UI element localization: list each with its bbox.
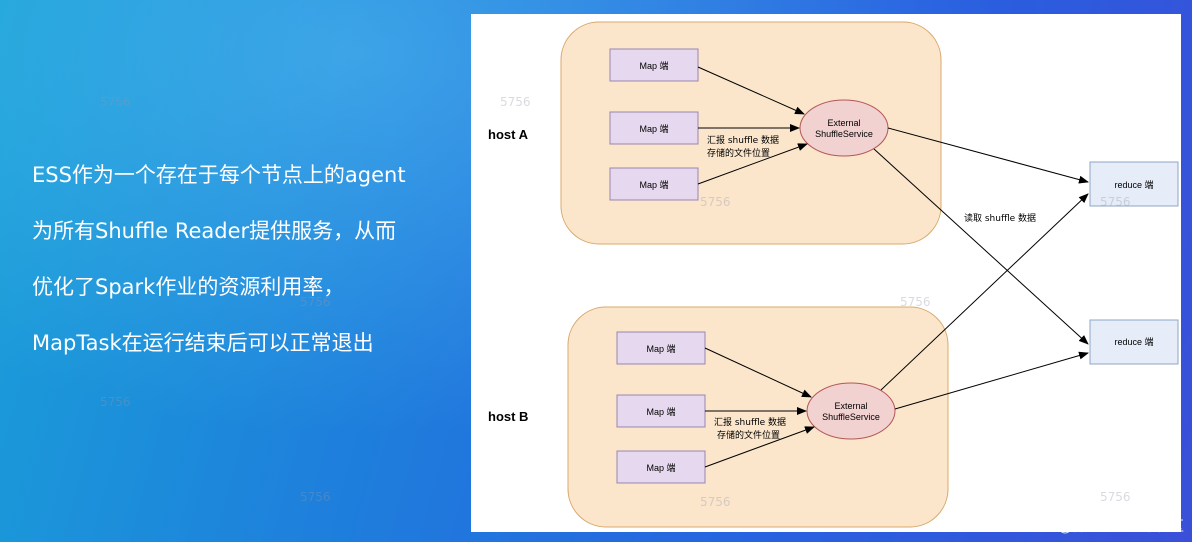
watermark: 5756 (700, 195, 731, 209)
brand-watermark: @稀土掘金技术社区 (1058, 519, 1184, 535)
description-line-1: ESS作为一个存在于每个节点上的agent (32, 163, 406, 187)
ess-a-line2: ShuffleService (815, 129, 873, 139)
ess-node-a (799, 99, 889, 157)
watermark: 5756 (1100, 490, 1131, 504)
report-label-b-1: 汇报 shuffle 数据 (714, 416, 786, 428)
description-line-4: MapTask在运行结束后可以正常退出 (32, 331, 374, 355)
map-label-a2: Map 端 (639, 123, 668, 134)
host-a-label: host A (488, 127, 529, 142)
edge-map-b3-ess (704, 426, 815, 468)
map-label-b2: Map 端 (646, 406, 675, 417)
watermark: 5756 (100, 95, 131, 109)
edge-ess-a-reduce-2 (873, 148, 1089, 345)
watermark: 5756 (700, 495, 731, 509)
reduce-label-1: reduce 端 (1114, 179, 1153, 190)
ess-a-line1: External (827, 118, 860, 128)
ess-node-b (806, 382, 896, 440)
edge-ess-b-reduce-2 (894, 351, 1089, 410)
edge-map-a3-ess (697, 143, 808, 185)
watermark: 5756 (300, 490, 331, 504)
edge-ess-b-reduce-1 (880, 193, 1089, 391)
watermark: 5756 (300, 295, 331, 309)
reduce-label-2: reduce 端 (1114, 336, 1153, 347)
watermark: 5756 (900, 295, 931, 309)
map-label-b1: Map 端 (646, 343, 675, 354)
report-label-a-2: 存储的文件位置 (707, 147, 770, 159)
report-label-b-2: 存储的文件位置 (717, 429, 780, 441)
edge-map-a1-ess (697, 66, 805, 115)
edge-map-b1-ess (704, 347, 812, 398)
map-box-a1 (609, 48, 699, 82)
map-label-b3: Map 端 (646, 462, 675, 473)
reduce-box-2 (1089, 319, 1179, 365)
diagram-panel: host A host B Map 端 Map 端 Map 端 Map 端 Ma… (471, 14, 1181, 532)
map-box-b2 (616, 394, 706, 428)
read-label: 读取 shuffle 数据 (964, 212, 1036, 224)
watermark: 5756 (100, 395, 131, 409)
description-text: ESS作为一个存在于每个节点上的agent 为所有Shuffle Reader提… (32, 165, 462, 389)
watermark: 5756 (1100, 195, 1131, 209)
host-b-label: host B (488, 409, 528, 424)
watermark: 5756 (500, 95, 531, 109)
reduce-box-1 (1089, 161, 1179, 207)
map-label-a3: Map 端 (639, 179, 668, 190)
report-label-a-1: 汇报 shuffle 数据 (707, 134, 779, 146)
ess-b-line1: External (834, 401, 867, 411)
edge-ess-a-reduce-1 (887, 127, 1089, 184)
map-box-b1 (616, 331, 706, 365)
description-line-3: 优化了Spark作业的资源利用率， (32, 275, 345, 299)
description-line-2: 为所有Shuffle Reader提供服务，从而 (32, 219, 397, 243)
ess-b-line2: ShuffleService (822, 412, 880, 422)
ess-diagram: host A host B Map 端 Map 端 Map 端 Map 端 Ma… (488, 21, 1179, 528)
map-label-a1: Map 端 (639, 60, 668, 71)
map-box-a3 (609, 167, 699, 201)
map-box-b3 (616, 450, 706, 484)
map-box-a2 (609, 111, 699, 145)
